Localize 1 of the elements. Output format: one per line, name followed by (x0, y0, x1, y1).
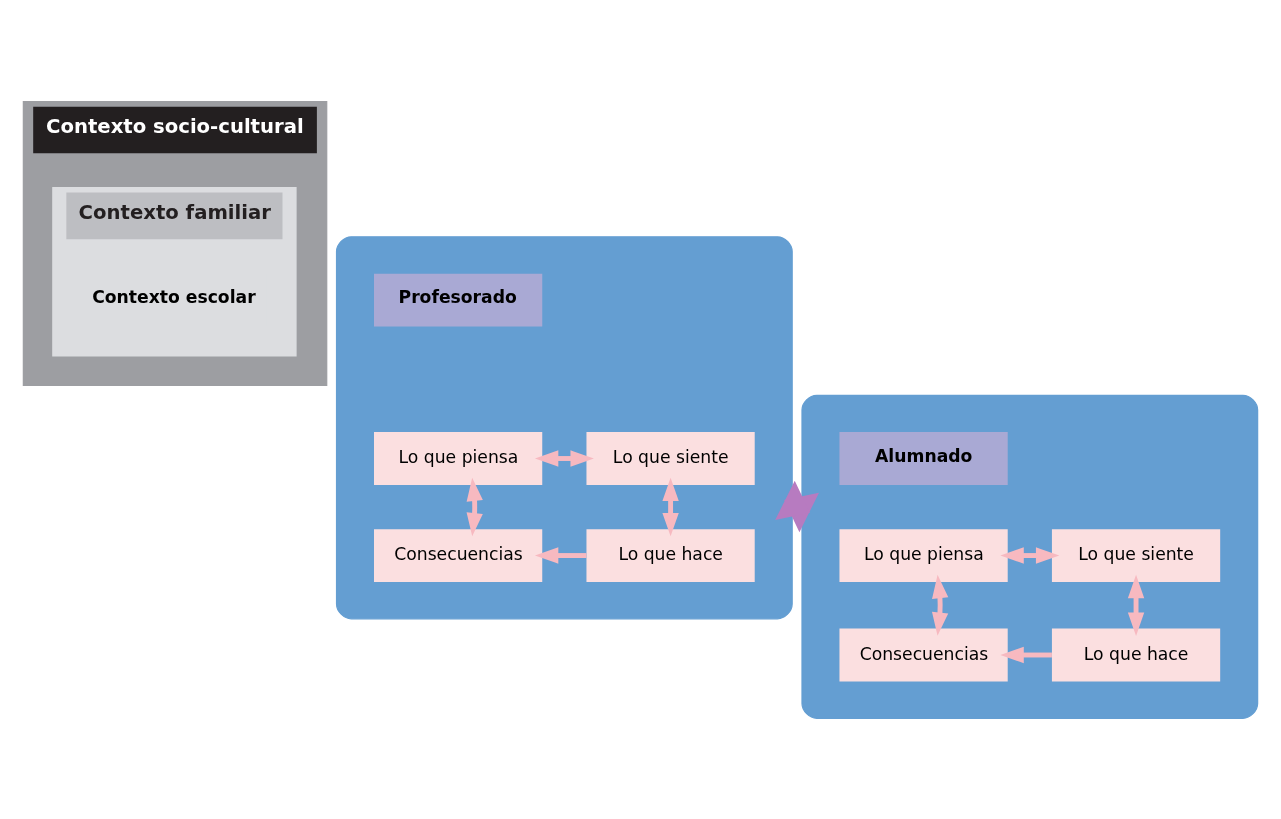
node-text: Contexto escolar (92, 286, 256, 307)
